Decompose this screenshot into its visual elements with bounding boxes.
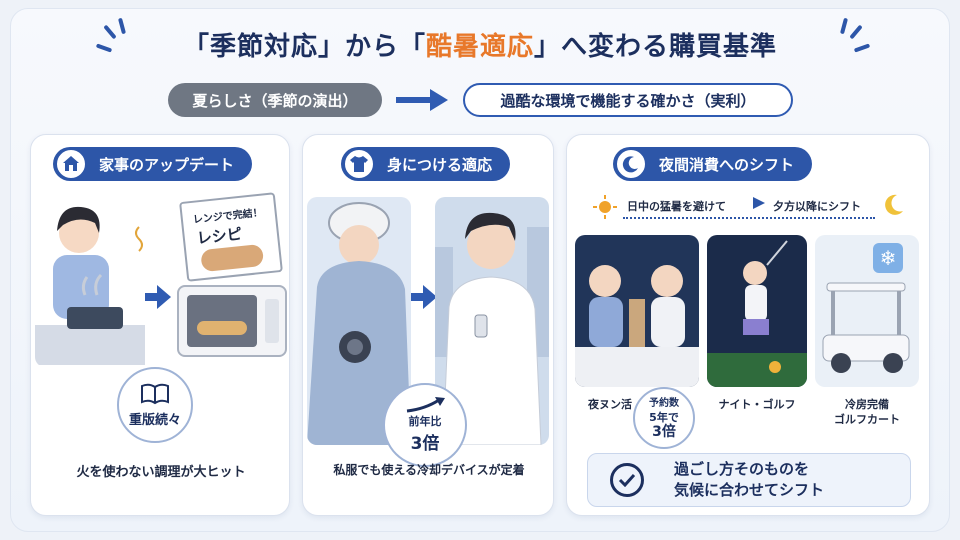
page-title: 「季節対応」から「酷暑適応」へ変わる購買基準 [182, 32, 778, 62]
timeline-arrow-icon [753, 197, 765, 209]
scene-label-night-tea: 夜ヌン活 [588, 398, 632, 411]
panel-title-night: 夜間消費へのシフト [613, 147, 813, 181]
house-icon [55, 148, 87, 180]
scene-label-night-golf: ナイト・ゴルフ [718, 398, 796, 411]
yoy-badge-value: 3倍 [410, 433, 440, 454]
reprint-badge: 重版続々 [117, 367, 193, 443]
old-criterion-pill: 夏らしさ（季節の演出） [168, 83, 382, 117]
night-golf-illustration [707, 235, 807, 387]
timeline-evening-label: 夕方以降にシフト [773, 200, 861, 213]
panel-night: 夜間消費へのシフト 日中の猛暑を避けて 夕方以降にシフト ❄ 夜ヌン活 ナイ [566, 134, 930, 516]
title-highlight: 酷暑適応 [425, 32, 534, 62]
stove-cooking-illustration [35, 206, 145, 365]
shift-arrow-icon [396, 89, 448, 111]
panel-title-housework: 家事のアップデート [53, 147, 253, 181]
checkmark-icon [610, 463, 644, 497]
arrow-right-icon [145, 285, 171, 309]
timeline-daytime-label: 日中の猛暑を避けて [627, 200, 726, 213]
panel-caption-wearable: 私服でも使える冷却デバイスが定着 [333, 463, 525, 477]
arrow-right-icon [411, 285, 437, 309]
yoy-badge: 前年比 3倍 [383, 383, 467, 467]
reprint-badge-text: 重版続々 [128, 412, 181, 428]
recipe-book: レンジで完結！ レシピ [179, 192, 283, 282]
reservation-badge-period: 5年で [649, 411, 679, 424]
reservation-badge: 予約数 5年で 3倍 [633, 387, 695, 449]
trend-up-icon [406, 396, 445, 412]
conclusion-text: 過ごし方そのものを 気候に合わせてシフト [674, 460, 825, 499]
timeline-dotted-line [623, 217, 875, 219]
conclusion-box: 過ごし方そのものを 気候に合わせてシフト [587, 453, 911, 507]
panel-housework: 家事のアップデート レンジで完結！ レシピ 重版続々 火を使わない調理が大ヒット [30, 134, 290, 516]
panel-title-wearable: 身につける適応 [341, 147, 511, 181]
tshirt-icon [343, 148, 375, 180]
sun-icon [593, 195, 617, 219]
scene-label-golf-cart: 冷房完備 ゴルフカート [834, 398, 900, 426]
panel-caption-housework: 火を使わない調理が大ヒット [76, 465, 246, 480]
moon-icon [615, 148, 647, 180]
snowflake-icon: ❄ [879, 246, 897, 270]
reservation-badge-label: 予約数 [649, 398, 679, 409]
night-tea-illustration [575, 235, 699, 387]
yoy-badge-label: 前年比 [408, 414, 442, 428]
crescent-moon-icon [885, 194, 903, 215]
panel-wearable: 身につける適応 前年比 3倍 私服でも使える冷却デバイスが定着 [302, 134, 554, 516]
new-criterion-pill: 過酷な環境で機能する確かさ（実利） [463, 83, 793, 117]
golf-cart-illustration [815, 235, 919, 387]
reservation-badge-value: 3倍 [652, 424, 676, 440]
microwave-illustration [177, 285, 287, 357]
open-book-icon [141, 383, 169, 404]
